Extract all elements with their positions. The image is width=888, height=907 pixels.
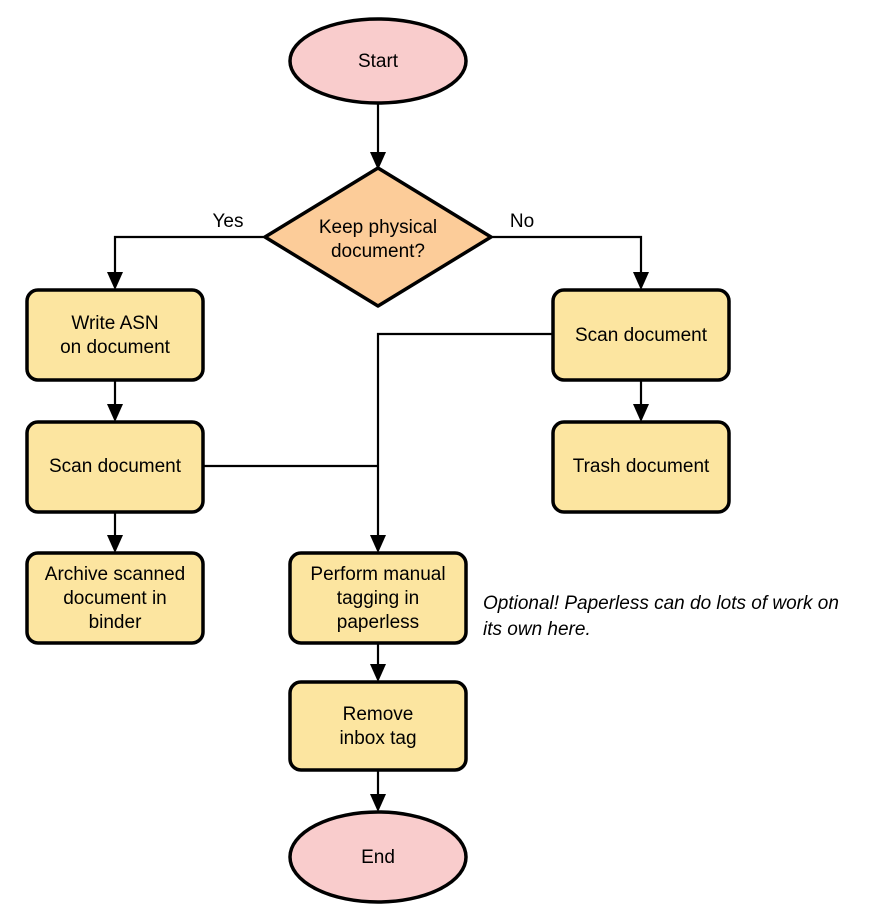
remove-inbox-tag-box[interactable] — [288, 680, 468, 772]
edge-start-to-decision — [370, 103, 386, 170]
arrowhead-icon — [107, 404, 123, 422]
scan-document-right-label: Scan document — [575, 325, 708, 346]
edge-scanright-to-tagging — [370, 332, 553, 553]
trash-document-box[interactable] — [551, 420, 731, 514]
arrowhead-icon — [370, 664, 386, 682]
edge-label-yes: Yes — [213, 211, 244, 232]
node-scan-document-right[interactable]: Scan document — [551, 288, 731, 382]
archive-label-line3: binder — [89, 612, 142, 633]
annotation-optional-note: Optional! Paperless can do lots of work … — [483, 593, 839, 640]
trash-document-label: Trash document — [573, 456, 710, 477]
node-decision-keep-physical-document[interactable]: Keep physical document? — [263, 166, 493, 308]
edge-line — [376, 332, 553, 543]
edge-scan-to-archive — [107, 512, 123, 553]
arrowhead-icon — [370, 152, 386, 170]
tagging-label-line1: Perform manual — [310, 564, 445, 585]
annotation-line1: Optional! Paperless can do lots of work … — [483, 593, 839, 614]
node-start[interactable]: Start — [288, 17, 468, 105]
decision-label-line1: Keep physical — [319, 217, 437, 238]
scan-document-right-box[interactable] — [551, 288, 731, 382]
node-scan-document-left[interactable]: Scan document — [25, 420, 205, 514]
tagging-box[interactable] — [288, 551, 468, 645]
arrowhead-icon — [107, 535, 123, 553]
arrowhead-icon — [370, 535, 386, 553]
write-asn-label-line2: on document — [60, 337, 171, 358]
decision-label-line2: document? — [331, 241, 425, 262]
end-ellipse[interactable] — [288, 810, 468, 904]
tagging-label-line3: paperless — [337, 612, 419, 633]
archive-label-line2: document in — [63, 588, 167, 609]
scan-document-left-label: Scan document — [49, 456, 182, 477]
edge-label-no: No — [510, 211, 534, 232]
arrowhead-icon — [633, 272, 649, 290]
write-asn-label-line1: Write ASN — [71, 313, 158, 334]
edge-decision-yes: Yes — [107, 211, 265, 290]
start-label: Start — [358, 51, 399, 72]
edge-remove-to-end — [370, 770, 386, 812]
edge-scanright-to-trash — [633, 380, 649, 422]
end-label: End — [361, 847, 395, 868]
node-end[interactable]: End — [288, 810, 468, 904]
write-asn-box[interactable] — [25, 288, 205, 382]
scan-document-left-box[interactable] — [25, 420, 205, 514]
node-remove-inbox-tag[interactable]: Remove inbox tag — [288, 680, 468, 772]
decision-diamond[interactable] — [263, 166, 493, 308]
node-trash-document[interactable]: Trash document — [551, 420, 731, 514]
annotation-line2: its own here. — [483, 619, 591, 640]
node-perform-manual-tagging[interactable]: Perform manual tagging in paperless — [288, 551, 468, 645]
remove-inbox-label-line1: Remove — [343, 704, 414, 725]
node-archive-scanned-document[interactable]: Archive scanned document in binder — [25, 551, 205, 645]
start-ellipse[interactable] — [288, 17, 468, 105]
archive-label-line1: Archive scanned — [45, 564, 185, 585]
edge-line — [113, 235, 265, 280]
tagging-label-line2: tagging in — [337, 588, 419, 609]
edge-tagging-to-remove — [370, 643, 386, 682]
archive-box[interactable] — [25, 551, 205, 645]
arrowhead-icon — [107, 272, 123, 290]
node-write-asn[interactable]: Write ASN on document — [25, 288, 205, 382]
edge-asn-to-scan — [107, 380, 123, 422]
edge-line — [491, 235, 643, 280]
edge-decision-no: No — [491, 211, 649, 290]
arrowhead-icon — [633, 404, 649, 422]
remove-inbox-label-line2: inbox tag — [339, 728, 416, 749]
arrowhead-icon — [370, 794, 386, 812]
